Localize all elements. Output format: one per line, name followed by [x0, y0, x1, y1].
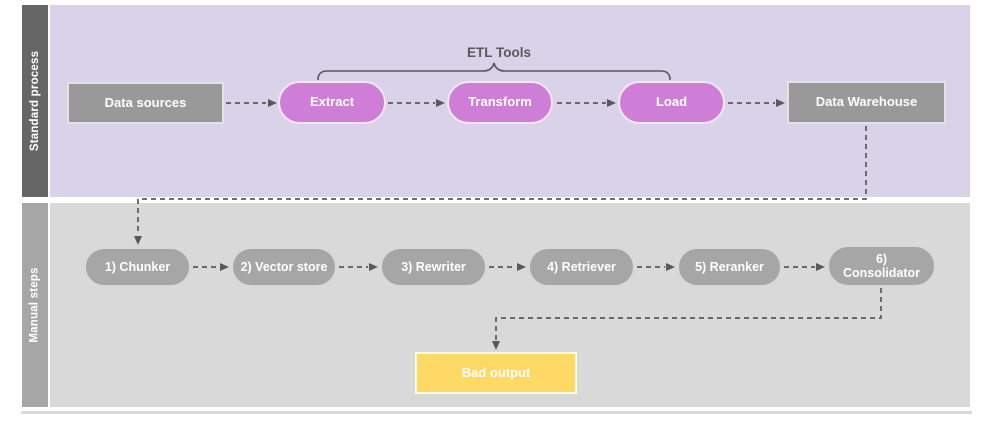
lane-standard-process-label: Standard process — [29, 50, 41, 152]
etl-tools-label: ETL Tools — [467, 45, 531, 60]
lane-manual-steps-bar: Manual steps — [22, 203, 48, 407]
node-reranker-label: 5) Reranker — [695, 259, 764, 274]
node-chunker-label: 1) Chunker — [104, 259, 171, 274]
node-transform-label: Transform — [468, 94, 532, 110]
node-data-warehouse-label: Data Warehouse — [815, 94, 918, 110]
node-bad-output-label: Bad output — [461, 364, 531, 380]
node-vector-store: 2) Vector store — [231, 247, 337, 287]
node-load: Load — [618, 81, 725, 124]
node-data-sources-label: Data sources — [104, 94, 187, 110]
node-consolidator: 6) Consolidator — [827, 245, 936, 287]
node-extract: Extract — [278, 81, 386, 124]
node-retriever-label: 4) Retriever — [547, 259, 616, 274]
node-vector-store-label: 2) Vector store — [240, 259, 328, 274]
node-consolidator-label: 6) Consolidator — [842, 251, 921, 280]
node-retriever: 4) Retriever — [528, 247, 635, 287]
node-load-label: Load — [655, 94, 688, 110]
node-reranker: 5) Reranker — [677, 247, 782, 287]
node-data-warehouse: Data Warehouse — [787, 81, 946, 124]
bottom-divider-line — [21, 411, 972, 414]
node-data-sources: Data sources — [67, 82, 224, 124]
node-rewriter-label: 3) Rewriter — [401, 259, 466, 274]
node-extract-label: Extract — [309, 94, 355, 110]
lane-standard-process-bar: Standard process — [22, 5, 48, 197]
node-chunker: 1) Chunker — [84, 247, 191, 287]
node-bad-output: Bad output — [415, 352, 577, 394]
node-transform: Transform — [447, 81, 553, 124]
lane-manual-steps-label: Manual steps — [29, 267, 42, 343]
node-rewriter: 3) Rewriter — [380, 247, 487, 287]
